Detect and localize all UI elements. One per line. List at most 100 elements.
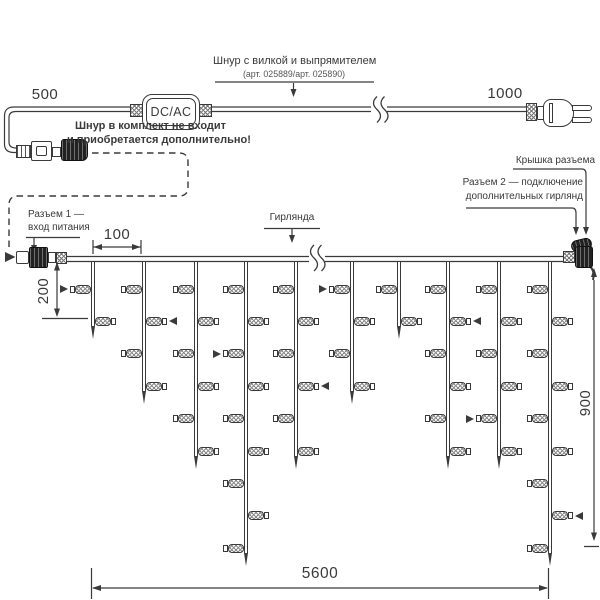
plug-cord-length-label: 1000 — [487, 85, 523, 102]
bulb-body — [75, 284, 91, 294]
light-bulb — [527, 349, 548, 359]
drop-strand — [294, 262, 298, 456]
cord-break-icon — [372, 96, 389, 123]
drop-strand — [397, 262, 401, 327]
light-bulb — [223, 284, 244, 294]
bulb-body — [501, 381, 517, 391]
bulb-cap — [329, 350, 334, 358]
light-bulb — [501, 446, 522, 456]
light-bulb — [248, 511, 269, 521]
bulb-cap — [476, 285, 481, 293]
plug-body — [543, 99, 574, 127]
bulb-cap — [527, 350, 532, 358]
bulb-cap — [517, 382, 522, 390]
cord-label-arrowhead — [290, 89, 297, 97]
dim-900-value: 900 — [577, 389, 594, 417]
input-connector-terminal — [56, 252, 67, 264]
bulb-body — [298, 381, 314, 391]
bulb-body — [178, 284, 194, 294]
bulb-cap — [214, 317, 219, 325]
bulb-body — [126, 349, 142, 359]
power-cord-inner — [8, 110, 132, 149]
light-bulb — [527, 543, 548, 553]
bulb-cap — [214, 447, 219, 455]
light-bulb — [450, 446, 471, 456]
dim-5600-arrowhead-right — [539, 585, 548, 591]
light-bulb — [476, 284, 497, 294]
dim-5600-value: 5600 — [301, 565, 339, 582]
power-cord-outer — [3, 106, 132, 154]
light-bulb — [329, 349, 350, 359]
bulb-cap — [425, 415, 430, 423]
bulb-body — [228, 284, 244, 294]
bulb-body — [354, 381, 370, 391]
light-bulb — [425, 284, 446, 294]
light-bulb — [552, 446, 573, 456]
dashed-path-arrowhead — [5, 252, 16, 262]
light-bulb — [248, 381, 269, 391]
bulb-body — [178, 349, 194, 359]
bulb-cap — [476, 415, 481, 423]
cord-connector-neck — [52, 147, 61, 157]
strand-tip — [446, 456, 450, 469]
dim-200-lines — [42, 264, 88, 320]
bulb-cap — [264, 447, 269, 455]
bulb-body — [501, 446, 517, 456]
cap-label-arrowhead — [583, 227, 589, 235]
bulb-cap — [466, 317, 471, 325]
bulb-body — [450, 446, 466, 456]
dim-100-arrowhead-left — [93, 244, 102, 250]
bulb-direction-arrow — [473, 317, 481, 326]
bulb-body — [334, 349, 350, 359]
bulb-cap — [425, 285, 430, 293]
light-bulb — [552, 381, 573, 391]
light-bulb — [273, 349, 294, 359]
bulb-body — [248, 381, 264, 391]
light-bulb — [146, 381, 167, 391]
light-bulb — [173, 349, 194, 359]
input-connector-neck — [48, 252, 56, 263]
bulb-body — [334, 284, 350, 294]
bulb-cap — [329, 285, 334, 293]
bulb-cap — [273, 350, 278, 358]
wire-break-icon — [309, 244, 326, 272]
cord-connector-plug — [61, 139, 88, 161]
bulb-body — [178, 414, 194, 424]
bulb-body — [298, 316, 314, 326]
light-bulb — [425, 349, 446, 359]
bulb-body — [552, 446, 568, 456]
bulb-cap — [214, 382, 219, 390]
bulb-cap — [223, 285, 228, 293]
strand-tip — [194, 456, 198, 469]
bulb-body — [481, 349, 497, 359]
light-bulb — [450, 316, 471, 326]
bulb-cap — [527, 415, 532, 423]
bulb-cap — [314, 317, 319, 325]
bulb-cap — [173, 350, 178, 358]
dim-200-arrowhead-bottom — [54, 308, 60, 317]
bulb-cap — [527, 544, 532, 552]
light-bulb — [552, 511, 573, 521]
dashed-connection-path — [8, 152, 189, 247]
drop-strand — [446, 262, 450, 456]
bulb-body — [95, 316, 111, 326]
bulb-body — [552, 381, 568, 391]
cord-connector-detail — [36, 146, 47, 156]
bulb-body — [532, 349, 548, 359]
strand-tip — [397, 326, 401, 340]
bulb-body — [481, 414, 497, 424]
bulb-body — [126, 284, 142, 294]
strand-tip — [244, 553, 248, 567]
light-bulb — [501, 316, 522, 326]
bulb-cap — [527, 479, 532, 487]
bulb-cap — [121, 285, 126, 293]
bulb-direction-arrow — [575, 511, 583, 520]
bulb-body — [228, 414, 244, 424]
strand-tip — [294, 456, 298, 469]
bulb-body — [228, 543, 244, 553]
bulb-body — [381, 284, 397, 294]
output-connector-terminal — [563, 251, 575, 263]
light-bulb — [425, 414, 446, 424]
cap-label-leader — [513, 168, 587, 228]
